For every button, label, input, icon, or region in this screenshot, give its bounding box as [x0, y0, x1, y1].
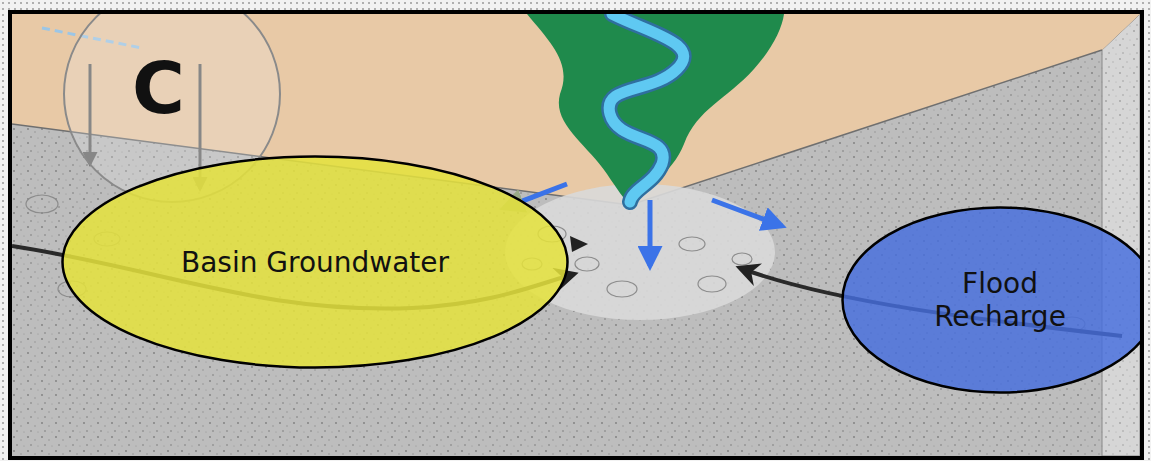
riparian-zone [527, 14, 784, 205]
cross-section-panel: C Basin GroundwaterFlood Recharge [12, 14, 1140, 456]
river-outline [609, 14, 684, 202]
river [609, 14, 684, 202]
process-ellipse: Basin Groundwater [60, 154, 570, 370]
node-label: Basin Groundwater [105, 246, 525, 279]
seepage-arrow [648, 200, 653, 266]
node-label: Flood Recharge [915, 267, 1085, 333]
process-ellipse: Flood Recharge [840, 205, 1140, 395]
process-ellipse-shape [843, 208, 1141, 393]
pebble [679, 237, 705, 251]
node-label: C [132, 46, 222, 130]
diagram-frame [8, 10, 1144, 460]
seepage-arrow [712, 200, 782, 226]
flow-arrowhead [570, 236, 588, 252]
pebble [607, 281, 637, 297]
pebble [698, 276, 726, 292]
process-ellipse-shape [63, 157, 568, 368]
pebble [732, 253, 752, 265]
pebble [575, 257, 599, 271]
pebble [26, 195, 58, 213]
